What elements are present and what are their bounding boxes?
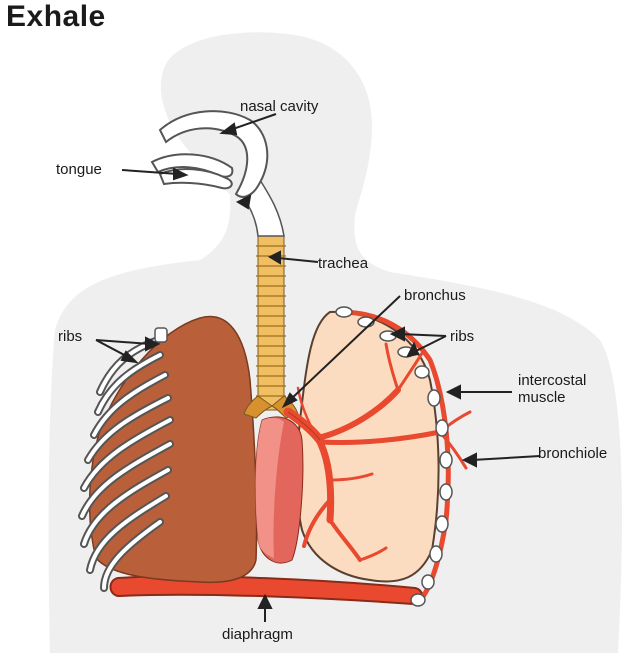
label-ribs-right: ribs [450, 328, 474, 345]
label-ribs-left: ribs [58, 328, 82, 345]
label-diaphragm: diaphragm [222, 626, 293, 643]
label-tongue: tongue [56, 161, 102, 178]
page-title: Exhale [6, 0, 106, 34]
label-nasal-cavity: nasal cavity [240, 98, 318, 115]
label-bronchiole: bronchiole [538, 445, 607, 462]
label-trachea: trachea [318, 255, 368, 272]
label-intercostal-muscle: intercostal muscle [518, 372, 586, 406]
label-bronchus: bronchus [404, 287, 466, 304]
rib-end-left [155, 328, 167, 342]
